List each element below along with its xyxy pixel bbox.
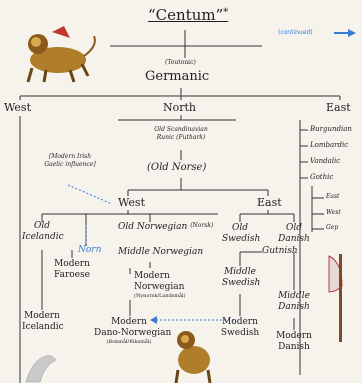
- old-danish-2: Danish: [278, 234, 310, 244]
- arrow-right-icon[interactable]: [334, 29, 356, 37]
- gothic-west: West: [326, 209, 341, 216]
- east-burgundian: Burgundian: [310, 125, 352, 133]
- modern-faroese-1: Modern: [54, 259, 90, 269]
- modern-icelandic-2: Icelandic: [22, 322, 64, 332]
- gutnish-label: Gutnish: [262, 246, 298, 256]
- modern-danish-1: Modern: [276, 331, 312, 341]
- centum-title: “Centum”*: [148, 6, 229, 24]
- dano-norwegian-note: (Bokmål/Riksmål): [106, 339, 152, 345]
- middle-danish-1: Middle: [278, 291, 310, 301]
- branch-north: North: [163, 101, 197, 114]
- teutonic-label: (Teutonic): [165, 59, 196, 66]
- lion-emblem-icon: [26, 26, 96, 83]
- modern-norwegian-1: Modern: [134, 271, 170, 281]
- continued-link[interactable]: (continued): [278, 29, 313, 36]
- branch-east: East: [326, 101, 351, 114]
- bird-icon: [25, 355, 57, 383]
- middle-swedish-2: Swedish: [222, 278, 261, 288]
- axe-icon: [328, 254, 343, 342]
- germanic-label: Germanic: [145, 69, 210, 84]
- runic-line1: Old Scandinavian: [154, 126, 208, 133]
- gothic-gep: Gep: [326, 224, 339, 231]
- middle-swedish-1: Middle: [224, 267, 256, 277]
- modern-swedish-1: Modern: [222, 317, 258, 327]
- branch-west: West: [4, 101, 31, 114]
- modern-swedish-2: Swedish: [220, 328, 260, 338]
- old-icelandic-1: Old: [33, 221, 51, 231]
- lion-emblem-bottom-icon: [174, 331, 212, 383]
- east-vandalic: Vandalic: [310, 157, 341, 165]
- middle-norwegian: Middle Norwegian: [118, 247, 204, 257]
- modern-norwegian-note: (Nynorsk/Landsmål): [134, 293, 186, 299]
- old-swedish-1: Old: [231, 223, 249, 233]
- norn-label: Norn: [78, 245, 102, 255]
- old-norse-label: (Old Norse): [147, 162, 207, 173]
- east-lombardic: Lombardic: [310, 141, 349, 149]
- runic-line2: Runic (Futhark): [156, 134, 206, 141]
- old-norwegian: Old Norwegian (Norsk): [118, 222, 214, 232]
- east-norse-label: East: [257, 196, 282, 209]
- old-icelandic-2: Icelandic: [22, 232, 64, 242]
- dano-norwegian-1: Modern: [111, 317, 147, 327]
- dano-norwegian-2: Dano-Norwegian: [94, 328, 172, 338]
- irish-line1: [Modern Irish: [48, 153, 92, 160]
- gothic-east: East: [326, 193, 340, 200]
- old-swedish-2: Swedish: [222, 234, 261, 244]
- modern-faroese-2: Faroese: [54, 270, 90, 280]
- east-gothic: Gothic: [310, 173, 334, 181]
- west-norse-label: West: [118, 196, 145, 209]
- modern-icelandic-1: Modern: [24, 311, 60, 321]
- middle-danish-2: Danish: [278, 302, 310, 312]
- old-danish-1: Old: [285, 223, 303, 233]
- modern-norwegian-2: Norwegian: [134, 282, 185, 292]
- irish-line2: Gaelic influence]: [44, 161, 96, 168]
- modern-danish-2: Danish: [278, 342, 310, 352]
